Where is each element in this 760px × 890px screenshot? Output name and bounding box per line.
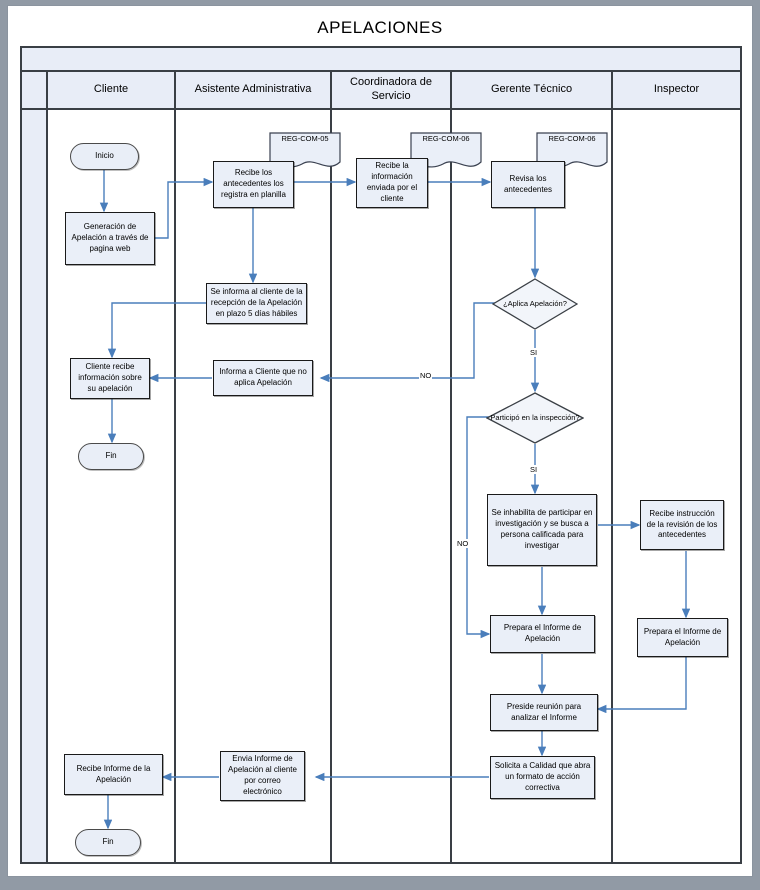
lane-column-cliente (48, 110, 176, 862)
lane-column-gerente (452, 110, 613, 862)
diagram-page: APELACIONES Cliente Asistente Administra… (8, 6, 752, 876)
node-solicita-calidad[interactable]: Solicita a Calidad que abra un formato d… (490, 756, 595, 799)
document-label: REG-COM-06 (548, 134, 596, 143)
edge-label-si-participo: SI (529, 465, 539, 474)
edge-label-si-aplica: SI (529, 348, 539, 357)
node-inicio[interactable]: Inicio (70, 143, 139, 170)
lane-column-asistente (176, 110, 332, 862)
node-recibe-antecedentes[interactable]: Recibe los antecedentes los registra en … (213, 161, 294, 208)
top-band (22, 48, 740, 72)
diamond-shape-icon (485, 392, 585, 444)
lane-header-asistente: Asistente Administrativa (176, 72, 332, 110)
node-revisa-antecedentes[interactable]: Revisa los antecedentes (491, 161, 565, 208)
diamond-shape-icon (491, 278, 579, 330)
edge-label-no-aplica: NO (419, 371, 433, 380)
shape-layer: Inicio Generación de Apelación a través … (8, 6, 752, 876)
node-envia-informe[interactable]: Envia Informe de Apelación al cliente po… (220, 751, 305, 801)
edge-label-no-participo: NO (456, 539, 470, 548)
node-fin-inferior[interactable]: Fin (75, 829, 141, 856)
node-cliente-recibe-informacion[interactable]: Cliente recibe información sobre su apel… (70, 358, 150, 399)
node-prepara-informe-gerente[interactable]: Prepara el Informe de Apelación (490, 615, 595, 653)
lane-header-inspector: Inspector (613, 72, 740, 110)
lane-header-gerente: Gerente Técnico (452, 72, 613, 110)
node-preside-reunion[interactable]: Preside reunión para analizar el Informe (490, 694, 598, 731)
node-recibe-informacion-cliente[interactable]: Recibe la información enviada por el cli… (356, 158, 428, 208)
node-se-inhabilita[interactable]: Se inhabilita de participar en investiga… (487, 494, 597, 566)
decision-participo-inspeccion[interactable]: Participó en la inspección? (485, 392, 585, 444)
node-fin-superior[interactable]: Fin (78, 443, 144, 470)
node-se-informa-cliente[interactable]: Se informa al cliente de la recepción de… (206, 283, 307, 324)
page-title: APELACIONES (317, 18, 443, 37)
lane-header-coordinadora: Coordinadora de Servicio (332, 72, 452, 110)
decision-aplica-apelacion[interactable]: ¿Aplica Apelación? (491, 278, 579, 330)
lane-column-spacer (22, 110, 48, 862)
document-label: REG-COM-06 (422, 134, 470, 143)
document-label: REG-COM-05 (281, 134, 329, 143)
lane-header-spacer (22, 72, 48, 110)
node-recibe-instruccion[interactable]: Recibe instrucción de la revisión de los… (640, 500, 724, 550)
node-recibe-informe-apelacion[interactable]: Recibe Informe de la Apelación (64, 754, 163, 795)
lane-header-cliente: Cliente (48, 72, 176, 110)
node-prepara-informe-inspector[interactable]: Prepara el Informe de Apelación (637, 618, 728, 657)
node-informa-no-aplica[interactable]: Informa a Cliente que no aplica Apelació… (213, 360, 313, 396)
lane-column-coordinadora (332, 110, 452, 862)
node-generacion-apelacion[interactable]: Generación de Apelación a través de pagi… (65, 212, 155, 265)
